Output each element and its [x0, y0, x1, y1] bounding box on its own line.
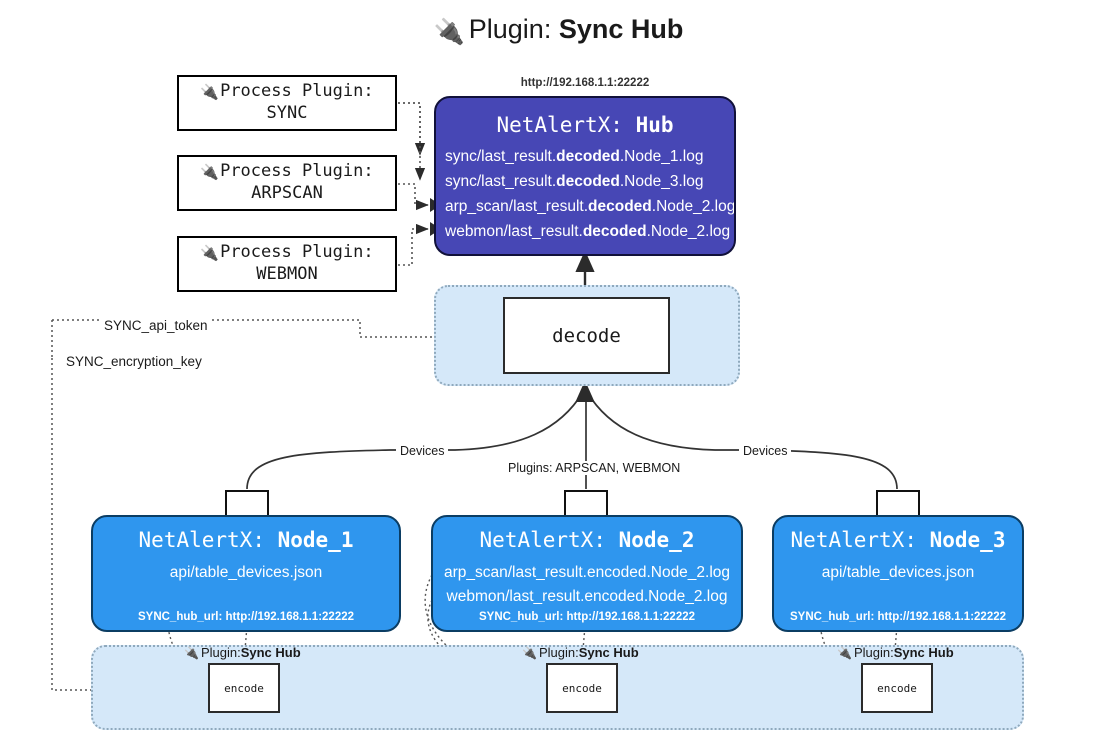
hub-log-list: sync/last_result.decoded.Node_1.log sync…	[436, 144, 734, 244]
wire-arpscan-to-hub	[398, 183, 429, 211]
wire-sync-to-hub2	[398, 102, 426, 181]
encoder-2-caption: 🔌Plugin: Sync Hub	[522, 645, 639, 660]
process-plugin-webmon-name: WEBMON	[256, 264, 318, 284]
plug-icon: 🔌	[433, 18, 465, 46]
node-line: api/table_devices.json	[821, 564, 975, 581]
hub-log-row: arp_scan/last_result.decoded.Node_2.log	[445, 198, 736, 216]
edge-label-devices-right: Devices	[739, 444, 792, 458]
hub-title: NetAlertX: Hub	[436, 113, 734, 137]
plug-icon: 🔌	[200, 82, 220, 101]
hub-log-row: sync/last_result.decoded.Node_1.log	[445, 148, 704, 165]
process-plugin-arpscan-label: Process Plugin:	[220, 161, 374, 182]
node-1[interactable]: NetAlertX: Node_1 api/table_devices.json…	[91, 515, 401, 632]
node-1-title: NetAlertX: Node_1	[138, 528, 354, 552]
node-3-footer: SYNC_hub_url: http://192.168.1.1:22222	[789, 611, 1007, 623]
hub-url-label: http://192.168.1.1:22222	[520, 77, 650, 89]
wire-sync-to-hub1	[398, 102, 426, 156]
encode-box-1[interactable]: encode	[208, 663, 280, 713]
plug-icon: 🔌	[184, 645, 199, 660]
plug-icon: 🔌	[200, 243, 220, 262]
edge-label-devices-left: Devices	[396, 444, 449, 458]
plug-icon: 🔌	[522, 645, 537, 660]
encoder-1-caption: 🔌Plugin: Sync Hub	[184, 645, 301, 660]
node-line: arp_scan/last_result.encoded.Node_2.log	[443, 564, 731, 581]
node-2[interactable]: NetAlertX: Node_2 arp_scan/last_result.e…	[431, 515, 743, 632]
node-3-title: NetAlertX: Node_3	[790, 528, 1006, 552]
node-1-footer: SYNC_hub_url: http://192.168.1.1:22222	[137, 611, 355, 623]
hub-log-row: webmon/last_result.decoded.Node_2.log	[445, 223, 731, 241]
process-plugin-webmon-label: Process Plugin:	[220, 242, 374, 263]
hub-title-prefix: NetAlertX:	[496, 113, 636, 137]
node-2-lines: arp_scan/last_result.encoded.Node_2.log …	[433, 561, 741, 609]
page-title-name: Sync Hub	[558, 14, 684, 44]
process-plugin-sync[interactable]: 🔌Process Plugin: SYNC	[177, 75, 397, 131]
encode-box-2[interactable]: encode	[546, 663, 618, 713]
hub-log-row: sync/last_result.decoded.Node_3.log	[445, 173, 704, 191]
hub-node[interactable]: NetAlertX: Hub sync/last_result.decoded.…	[434, 96, 736, 256]
page-title-prefix: Plugin:	[468, 14, 559, 44]
wire-webmon-to-hub	[398, 223, 429, 266]
node-line: webmon/last_result.encoded.Node_2.log	[446, 588, 728, 606]
node-3[interactable]: NetAlertX: Node_3 api/table_devices.json…	[772, 515, 1024, 632]
node-2-title: NetAlertX: Node_2	[479, 528, 695, 552]
plug-icon: 🔌	[200, 162, 220, 181]
node-2-footer: SYNC_hub_url: http://192.168.1.1:22222	[478, 611, 696, 623]
process-plugin-sync-name: SYNC	[266, 103, 308, 123]
encoder-3-caption: 🔌Plugin: Sync Hub	[837, 645, 954, 660]
page-title: 🔌Plugin: Sync Hub	[0, 14, 1117, 46]
encode-box-3[interactable]: encode	[861, 663, 933, 713]
edge-label-plugins: Plugins: ARPSCAN, WEBMON	[504, 461, 685, 475]
process-plugin-arpscan-name: ARPSCAN	[251, 183, 323, 203]
plug-icon: 🔌	[837, 645, 852, 660]
process-plugin-webmon[interactable]: 🔌Process Plugin: WEBMON	[177, 236, 397, 292]
node-1-lines: api/table_devices.json	[93, 561, 399, 585]
decode-box[interactable]: decode	[503, 297, 670, 374]
node-line: api/table_devices.json	[169, 564, 323, 581]
api-token-label: SYNC_api_token	[100, 318, 212, 333]
process-plugin-arpscan[interactable]: 🔌Process Plugin: ARPSCAN	[177, 155, 397, 211]
process-plugin-sync-label: Process Plugin:	[220, 81, 374, 102]
hub-title-name: Hub	[635, 113, 674, 137]
encryption-key-label: SYNC_encryption_key	[62, 354, 206, 369]
node-3-lines: api/table_devices.json	[774, 561, 1022, 585]
